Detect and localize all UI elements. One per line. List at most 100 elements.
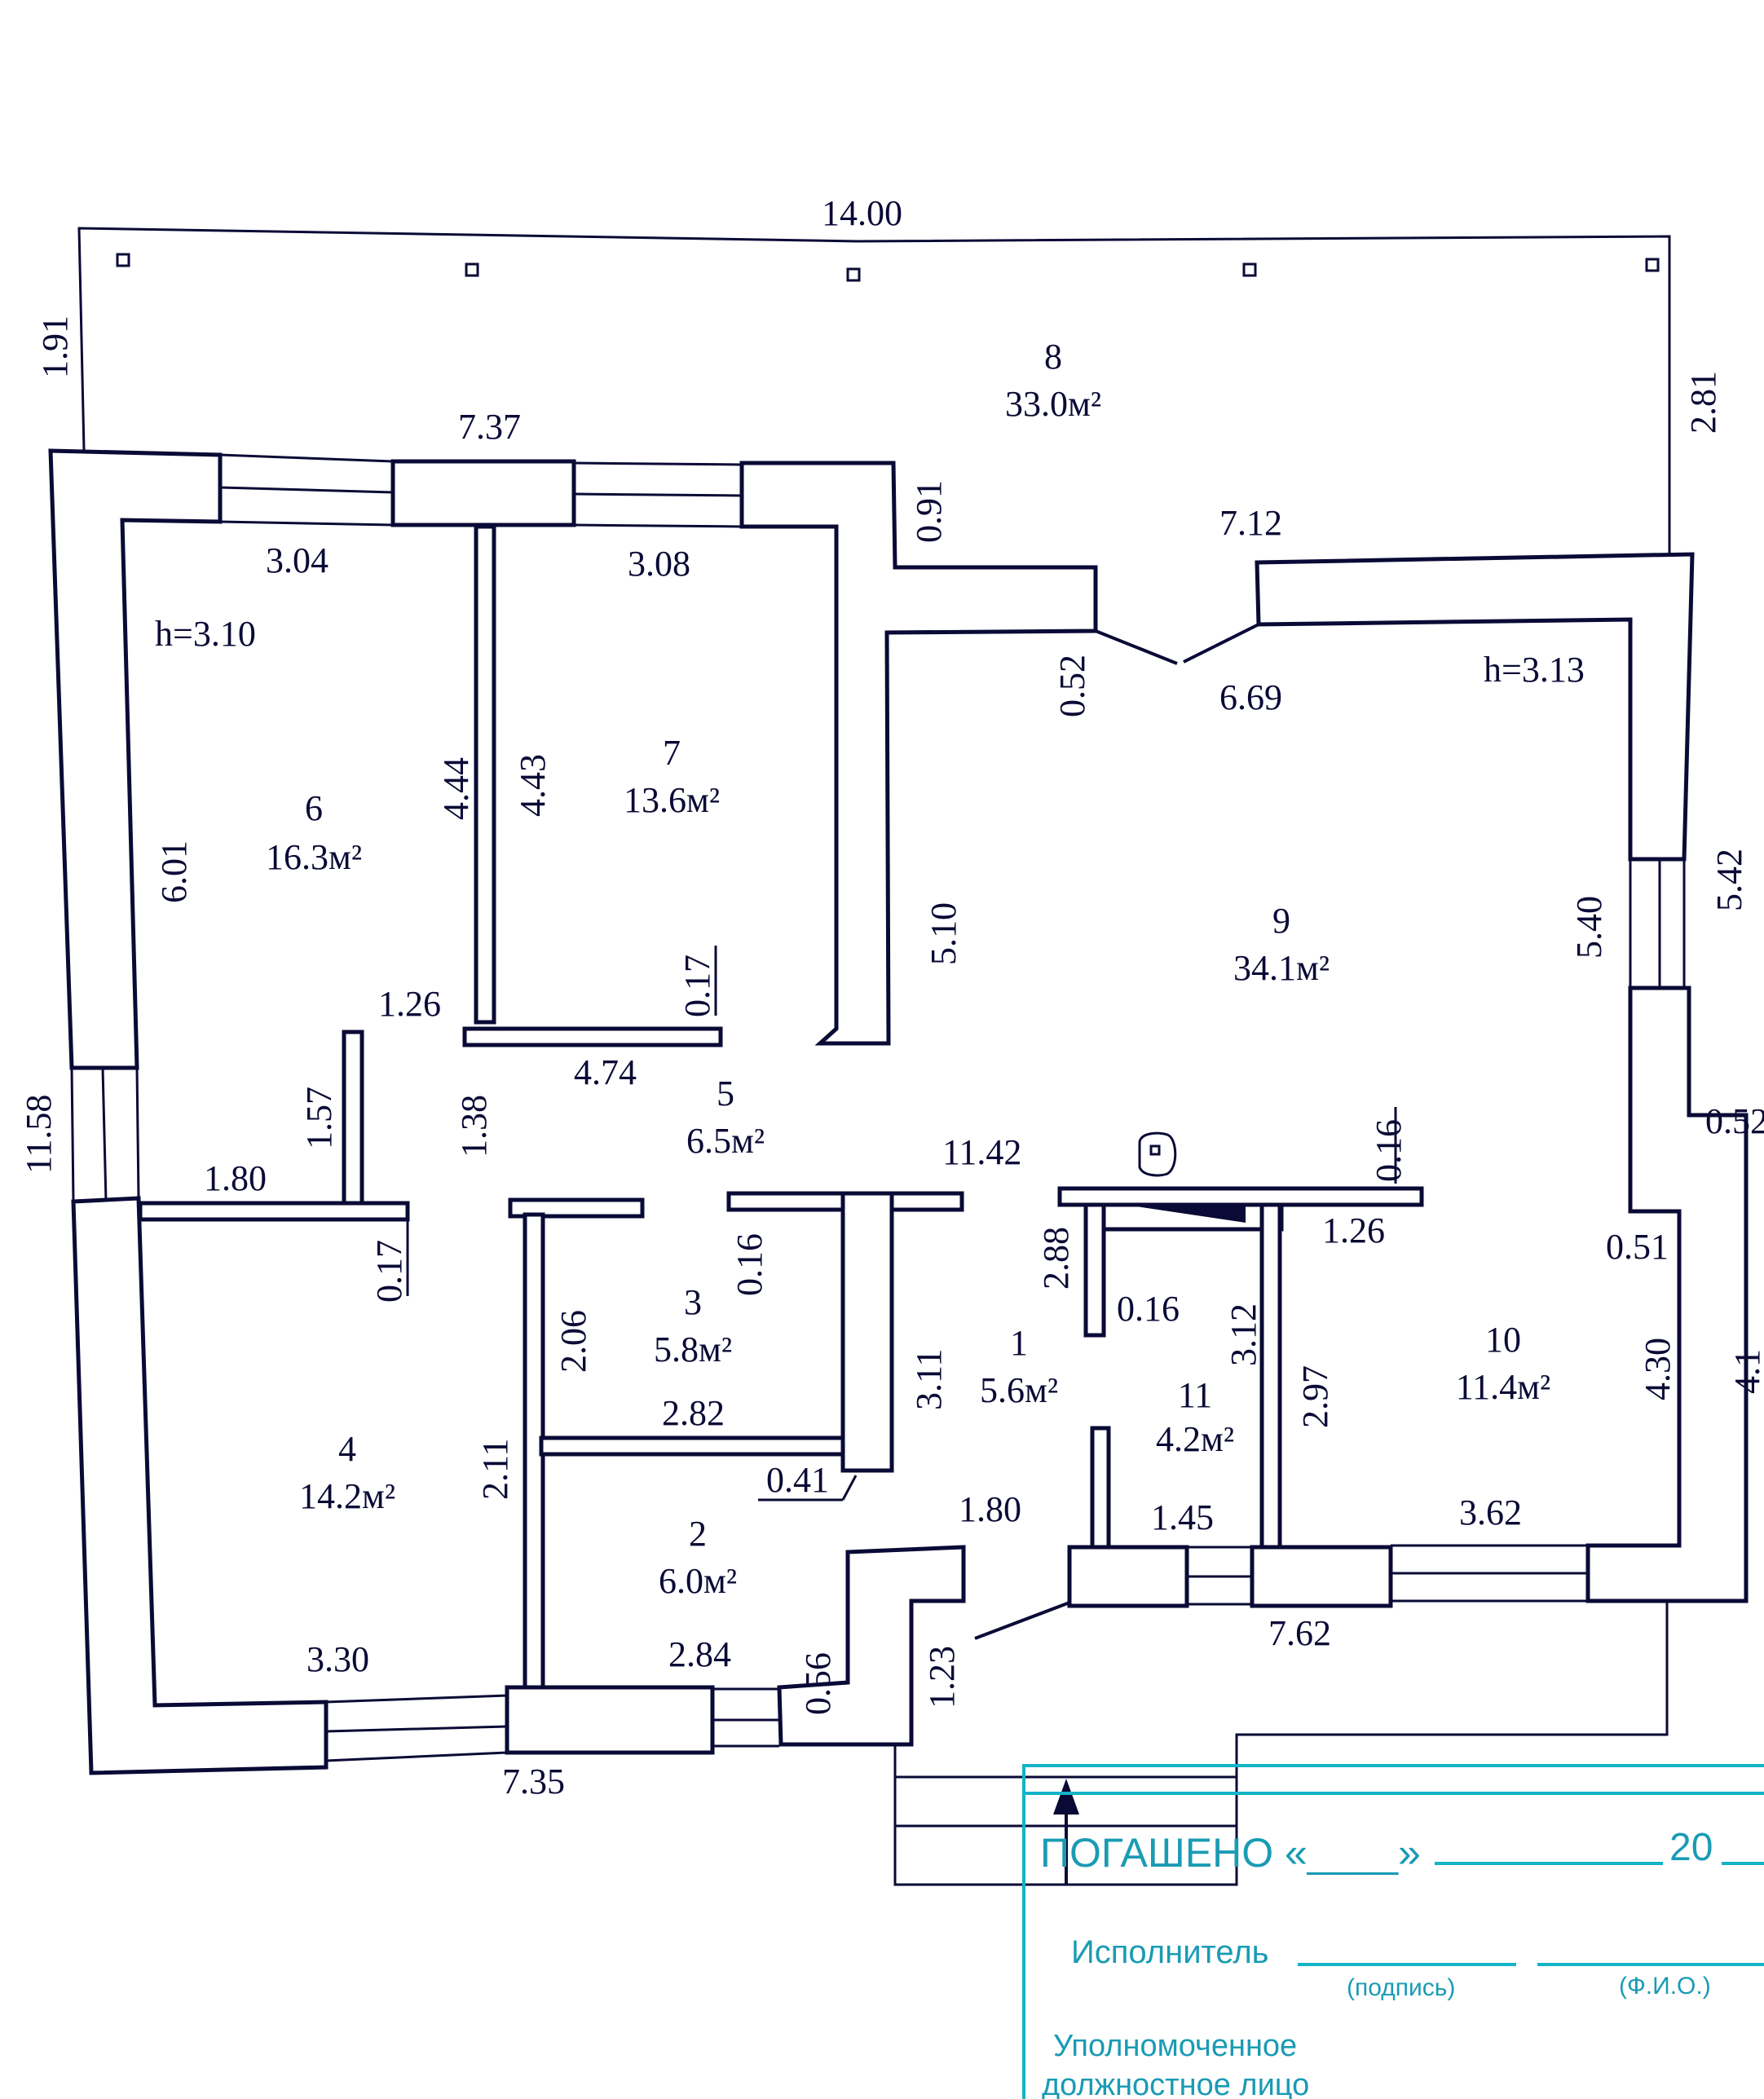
room-5-label: 5 6.5м² [686, 1074, 765, 1161]
svg-text:5.8м²: 5.8м² [654, 1330, 732, 1369]
dim-label: 4.44 [436, 757, 476, 820]
ceiling-height-east: h=3.13 [1484, 650, 1585, 690]
stamp-fio-caption: (Ф.И.О.) [1619, 1973, 1711, 2000]
dim-label: 7.12 [1219, 503, 1282, 543]
svg-text:2: 2 [689, 1514, 707, 1554]
partition-3-top [508, 1197, 645, 1219]
dim-label: 3.12 [1224, 1303, 1263, 1366]
svg-text:6.5м²: 6.5м² [686, 1121, 765, 1161]
partition-1-11 [1090, 1426, 1111, 1550]
dim-label: 2.97 [1295, 1365, 1335, 1428]
room-10-label: 10 11.4м² [1456, 1320, 1550, 1407]
dim-label: 1.80 [959, 1489, 1021, 1529]
dim-label: 2.81 [1683, 371, 1723, 434]
boiler-icon [1138, 1131, 1177, 1177]
window-south [325, 1725, 508, 1733]
dim-label: 0.56 [798, 1652, 838, 1715]
svg-text:5: 5 [717, 1074, 734, 1113]
window-north [219, 486, 394, 494]
dim-label: 6.01 [154, 840, 194, 903]
dim-label: 4.74 [574, 1052, 637, 1092]
dim-label: 3.30 [306, 1639, 369, 1679]
stamp-year: 20 [1669, 1826, 1713, 1869]
dim-label: 3.04 [266, 540, 329, 580]
stamp-authorized-line2: должностное лицо [1042, 2068, 1309, 2099]
dim-label: 1.26 [378, 984, 441, 1024]
stamp-title: ПОГАШЕНО «____» [1040, 1830, 1421, 1876]
stamp-signature-caption: (подпись) [1347, 1974, 1455, 2001]
dim-label: 5.40 [1569, 896, 1609, 959]
dim-label: 1.23 [922, 1646, 962, 1709]
ceiling-height-west: h=3.10 [155, 614, 256, 654]
north-arrow-icon [1053, 1779, 1079, 1885]
dim-label: 7.37 [458, 407, 521, 447]
svg-text:1: 1 [1010, 1323, 1028, 1363]
partition-3-1 [840, 1191, 894, 1473]
partition-4-6 [138, 1201, 410, 1222]
window-west [101, 1067, 108, 1202]
dim-label: 1.26 [1322, 1210, 1385, 1250]
dim-label: 5.10 [924, 902, 964, 965]
wall-south-east-pier [1067, 1545, 1189, 1608]
dim-label: 2.06 [553, 1310, 593, 1373]
dim-label: 7.62 [1268, 1613, 1331, 1653]
dim-label: 0.41 [766, 1460, 829, 1500]
terrace-door [1095, 629, 1178, 665]
dim-label: 0.17 [677, 955, 717, 1017]
wall-east-lower [1585, 986, 1749, 1603]
terrace-post [116, 253, 130, 267]
dim-label: 3.62 [1459, 1493, 1522, 1532]
dim-label: 0.52 [1705, 1101, 1764, 1141]
partition-5-6 [342, 1030, 364, 1212]
svg-text:16.3м²: 16.3м² [266, 837, 362, 877]
dim-label: 2.11 [475, 1439, 515, 1500]
wall-south-east-pier [1250, 1545, 1393, 1608]
window-north [219, 520, 394, 527]
dim-label: 11.42 [942, 1132, 1021, 1172]
dim-label: 2.84 [668, 1634, 731, 1674]
dim-label: 0.16 [730, 1233, 770, 1296]
svg-text:6: 6 [305, 788, 323, 828]
dim-label: 4.1 [1727, 1349, 1764, 1394]
dim-label: 11.58 [19, 1095, 59, 1174]
entrance-door [974, 1601, 1070, 1640]
dim-label: 2.82 [662, 1393, 725, 1433]
svg-text:9: 9 [1272, 901, 1290, 941]
wall-south-entry [777, 1545, 966, 1747]
partition-3-2 [539, 1435, 845, 1457]
svg-text:4.2м²: 4.2м² [1156, 1419, 1234, 1459]
svg-text:13.6м²: 13.6м² [624, 780, 720, 820]
terrace-outline [77, 227, 1671, 554]
wall-north-east [1255, 552, 1695, 862]
stamp-executor: Исполнитель [1071, 1934, 1269, 1970]
svg-text:7: 7 [663, 733, 681, 773]
window-south [325, 1751, 508, 1762]
dim-label: 1.38 [454, 1095, 494, 1158]
room-2-label: 2 6.0м² [659, 1514, 737, 1601]
svg-text:10: 10 [1485, 1320, 1521, 1360]
wall-south-pier [505, 1685, 715, 1755]
dim-label: 7.35 [502, 1762, 565, 1801]
room-6-label: 6 16.3м² [266, 788, 362, 877]
room-4-label: 4 14.2м² [299, 1429, 395, 1516]
dim-label: 3.11 [909, 1349, 949, 1410]
dim-label: 0.91 [909, 480, 949, 543]
partition-6-7 [474, 524, 496, 1025]
terrace-post [1645, 258, 1660, 272]
svg-text:3: 3 [684, 1282, 702, 1322]
wall-north-room7 [739, 461, 1098, 1046]
dim-label: 0.52 [1052, 655, 1092, 717]
wall-west-lower [71, 1196, 329, 1775]
dim-label: 1.91 [35, 315, 75, 378]
room-11-label: 11 4.2м² [1156, 1375, 1234, 1459]
terrace-door [1183, 623, 1259, 664]
dim-label: 0.16 [1117, 1289, 1180, 1329]
dim-label: 14.00 [822, 193, 902, 233]
svg-text:11: 11 [1178, 1375, 1212, 1415]
boiler-icon [1149, 1144, 1161, 1156]
svg-text:34.1м²: 34.1м² [1233, 948, 1330, 988]
dim-label: 1.45 [1151, 1497, 1214, 1537]
dim-label: 4.30 [1638, 1338, 1678, 1400]
partition-7-south [462, 1026, 723, 1047]
